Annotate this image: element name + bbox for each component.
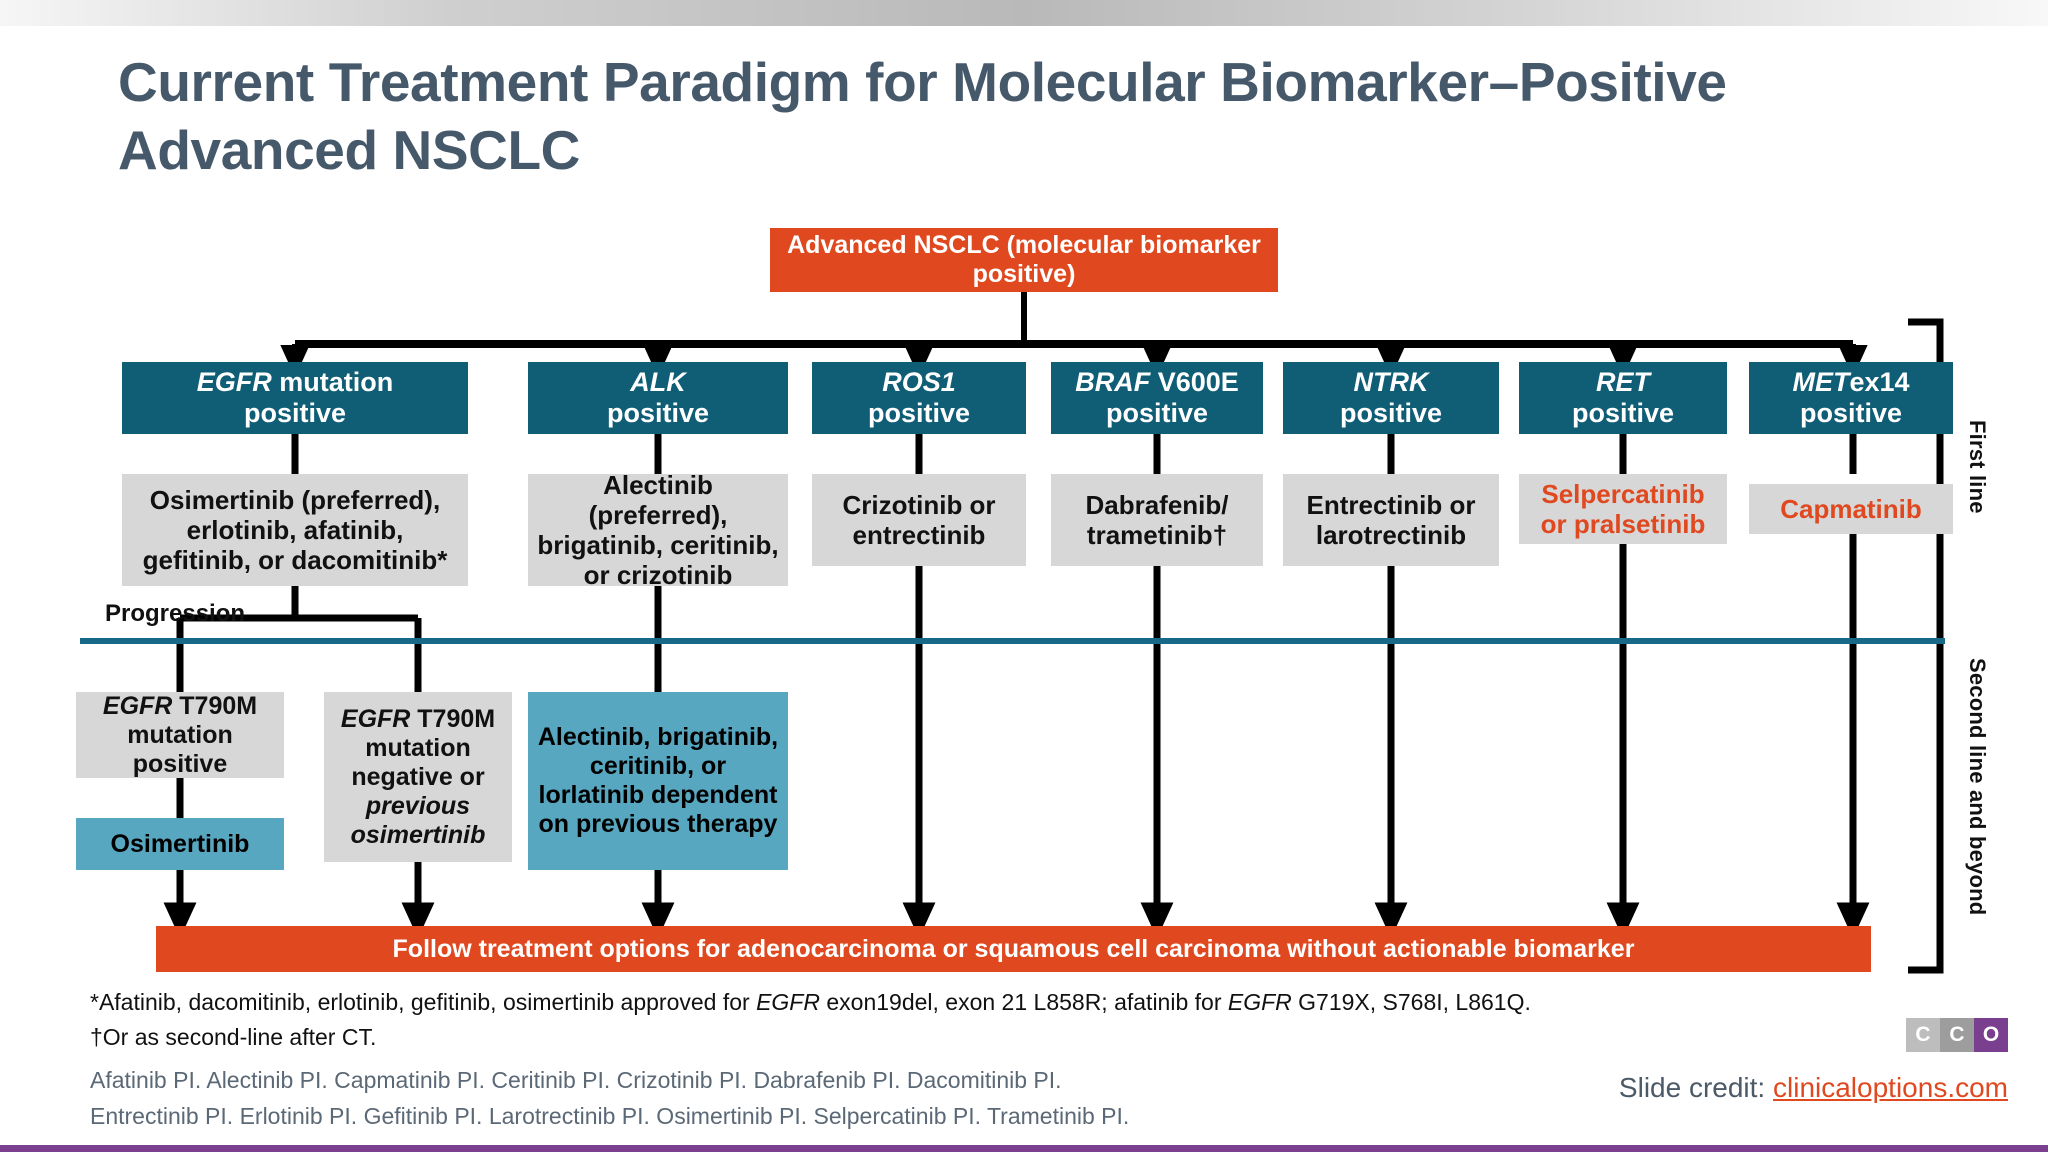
gene-label: MET — [1792, 366, 1850, 397]
gene-suffix: V600E — [1150, 366, 1239, 397]
positive-label: positive — [1571, 398, 1675, 428]
second-line-box-egfr-t790m-positive: EGFR T790M mutation positive — [76, 692, 284, 778]
reference-line-1: Afatinib PI. Alectinib PI. Capmatinib PI… — [90, 1067, 1062, 1093]
gene-label: EGFR — [102, 691, 173, 720]
footnote-dagger: †Or as second-line after CT. — [90, 1024, 377, 1050]
bottom-purple-rule — [0, 1145, 2048, 1152]
bottom-bar: Follow treatment options for adenocarcin… — [156, 926, 1871, 972]
positive-label: positive — [867, 398, 971, 428]
clinical-options-logo: C C O — [1906, 1018, 2008, 1052]
progression-label: Progression — [105, 600, 246, 627]
gene-label: EGFR — [340, 704, 411, 733]
footnote-gene-2: EGFR — [1227, 989, 1292, 1015]
gene-label: RET — [1596, 366, 1650, 397]
gene-italic-tail: previous osimertinib — [350, 791, 486, 849]
positive-label: positive — [243, 398, 346, 428]
logo-letter-c2: C — [1940, 1018, 1974, 1052]
footnote-asterisk-pre: *Afatinib, dacomitinib, erlotinib, gefit… — [90, 989, 757, 1015]
gene-label: EGFR — [196, 366, 272, 397]
first-line-box-ros1: Crizotinib or entrectinib — [812, 474, 1026, 566]
gene-suffix: T790M mutation negative or — [351, 704, 496, 791]
logo-letter-o: O — [1974, 1018, 2008, 1052]
progression-divider — [80, 638, 1945, 644]
positive-label: positive — [1339, 398, 1443, 428]
positive-label: positive — [1105, 398, 1208, 428]
positive-label: positive — [1799, 398, 1902, 428]
slide-credit-link[interactable]: clinicaloptions.com — [1773, 1072, 2008, 1103]
footnote-asterisk-mid: exon19del, exon 21 L858R; afatinib for — [819, 989, 1228, 1015]
gene-label: BRAF — [1075, 366, 1151, 397]
page-title: Current Treatment Paradigm for Molecular… — [118, 51, 1727, 182]
first-line-box-metex14: Capmatinib — [1749, 484, 1953, 534]
slide-credit-label: Slide credit: — [1618, 1072, 1773, 1103]
second-line-drug-osimertinib: Osimertinib — [76, 818, 284, 870]
first-line-box-ret: Selpercatinib or pralsetinib — [1519, 474, 1727, 544]
positive-label: positive — [606, 398, 710, 428]
second-line-box-egfr-t790m-negative: EGFR T790M mutation negative or previous… — [324, 692, 512, 862]
gene-label: ALK — [630, 366, 686, 397]
slide-credit: Slide credit: clinicaloptions.com — [1619, 1072, 2008, 1104]
first-line-box-alk: Alectinib (preferred), brigatinib, cerit… — [528, 470, 788, 590]
gene-suffix: mutation — [271, 366, 394, 397]
footnote-asterisk-post: G719X, S768I, L861Q. — [1291, 989, 1531, 1015]
second-line-box-alk: Alectinib, brigatinib, ceritinib, or lor… — [528, 692, 788, 870]
footnote-gene-1: EGFR — [756, 989, 820, 1015]
logo-letter-c1: C — [1906, 1018, 1940, 1052]
gene-label: ROS1 — [882, 366, 956, 397]
first-line-box-braf: Dabrafenib/ trametinib† — [1051, 474, 1263, 566]
gene-label: NTRK — [1353, 366, 1429, 397]
reference-line-2: Entrectinib PI. Erlotinib PI. Gefitinib … — [90, 1103, 1130, 1129]
root-box: Advanced NSCLC (molecular biomarker posi… — [770, 228, 1278, 292]
gene-suffix: ex14 — [1849, 366, 1910, 397]
first-line-box-ntrk: Entrectinib or larotrectinib — [1283, 474, 1499, 566]
first-line-vertical-label: First line — [1965, 420, 1990, 514]
second-line-vertical-label: Second line and beyond — [1965, 658, 1990, 916]
footnote-asterisk: *Afatinib, dacomitinib, erlotinib, gefit… — [90, 985, 1531, 1020]
first-line-box-egfr: Osimertinib (preferred), erlotinib, afat… — [122, 474, 468, 586]
top-gradient-strip — [0, 0, 2048, 26]
gene-suffix: T790M mutation positive — [127, 691, 258, 778]
